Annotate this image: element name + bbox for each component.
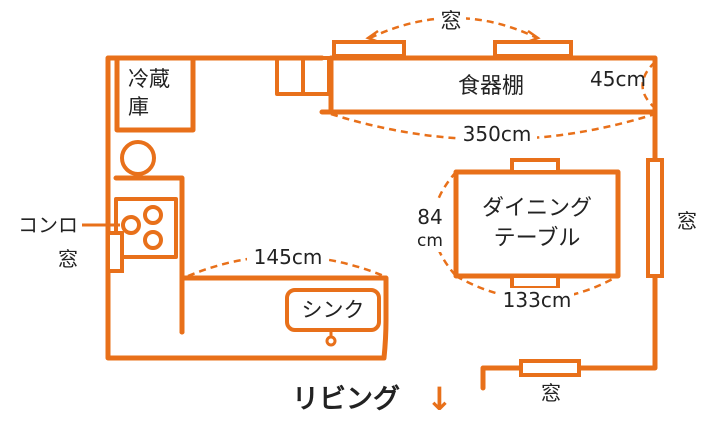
shelf-block xyxy=(275,56,305,96)
dining-table-label: テーブル xyxy=(494,226,581,251)
label-backdrop xyxy=(412,202,448,252)
outer-wall xyxy=(105,55,658,391)
label-backdrop xyxy=(247,244,329,270)
burner xyxy=(121,215,141,235)
cupboard-depth-arc xyxy=(641,61,656,109)
cupboard-width-label: 350cm xyxy=(463,122,532,146)
cupboard-label: 食器棚 xyxy=(458,74,524,99)
living-arrow: ↓ xyxy=(426,380,453,418)
window-bottom-label: 窓 xyxy=(541,381,561,405)
burner xyxy=(143,230,163,250)
label-backdrop xyxy=(436,8,466,36)
faucet xyxy=(325,335,337,347)
sink xyxy=(285,288,381,332)
shelf-block xyxy=(301,56,331,96)
chair xyxy=(510,274,560,290)
living-label: リビング xyxy=(292,383,400,415)
window-top-label: 窓 xyxy=(441,9,462,33)
counter-width-label: 145cm xyxy=(254,245,323,269)
window-frame xyxy=(646,158,664,278)
fridge-label: 庫 xyxy=(128,95,149,119)
stove xyxy=(114,197,178,259)
kitchen-counter xyxy=(113,175,185,335)
table-depth-arc xyxy=(431,171,457,277)
label-backdrop xyxy=(500,288,574,314)
label-backdrop xyxy=(457,120,537,148)
arrow-head xyxy=(526,29,541,44)
dining-table-label: ダイニング xyxy=(482,196,592,221)
fridge xyxy=(114,55,196,133)
burner xyxy=(143,205,163,225)
window-right-label: 窓 xyxy=(677,209,697,233)
window-left-label: 窓 xyxy=(58,247,78,271)
window-frame xyxy=(332,40,406,58)
window-frame xyxy=(519,359,581,377)
stove-label: コンロ xyxy=(18,213,78,237)
window-frame xyxy=(106,231,124,273)
sink-label: シンク xyxy=(302,298,365,322)
cupboard-depth-label: 45cm xyxy=(590,67,646,91)
chair xyxy=(510,158,560,174)
window-frame xyxy=(493,40,573,58)
dining-table xyxy=(453,169,621,279)
fridge-label: 冷蔵 xyxy=(128,67,170,91)
round-appliance xyxy=(120,140,156,176)
table-depth-label: 84 xyxy=(417,205,442,229)
label-backdrop xyxy=(534,378,568,406)
table-depth-label: cm xyxy=(417,231,443,251)
arrow-head xyxy=(365,29,380,44)
table-width-label: 133cm xyxy=(503,288,572,312)
